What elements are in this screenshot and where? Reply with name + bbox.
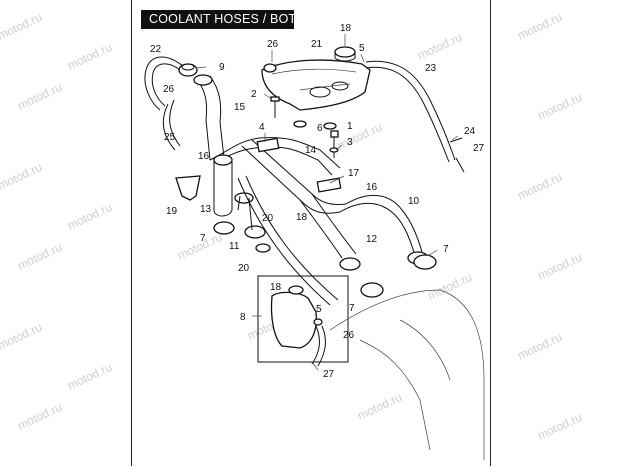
callout-18b: 18	[296, 212, 308, 223]
part-hose-12	[299, 193, 361, 271]
callout-27b: 27	[323, 369, 335, 380]
part-hose-15	[193, 74, 225, 161]
part-coolant-tank-21	[261, 59, 371, 111]
callout-10: 10	[408, 196, 420, 207]
watermark: motod.ru	[535, 250, 584, 283]
part-cap-9	[178, 63, 198, 77]
watermark: motod.ru	[535, 410, 584, 443]
callout-1: 1	[347, 121, 353, 132]
callout-2: 2	[251, 89, 257, 100]
leader-lines	[195, 34, 459, 371]
callout-15: 15	[234, 102, 246, 113]
callout-8: 8	[240, 312, 246, 323]
callout-23: 23	[425, 63, 437, 74]
callout-16: 16	[198, 151, 210, 162]
part-bolt-2	[270, 96, 337, 130]
engine-outline	[329, 289, 485, 460]
part-hose-22	[144, 56, 184, 111]
watermark: motod.ru	[335, 120, 384, 153]
watermark: motod.ru	[0, 10, 44, 43]
callout-26c: 26	[343, 330, 355, 341]
callout-20: 20	[262, 213, 274, 224]
watermark: motod.ru	[515, 170, 564, 203]
part-bottle-8	[257, 275, 349, 367]
page-title: COOLANT HOSES / BOTTLE	[141, 10, 320, 29]
callout-5b: 5	[316, 304, 322, 315]
watermark: motod.ru	[415, 30, 464, 63]
callout-18: 18	[340, 23, 352, 34]
callout-11: 11	[229, 241, 240, 252]
part-hose-25	[162, 99, 181, 151]
part-cap-18	[334, 46, 356, 62]
watermark: motod.ru	[65, 40, 114, 73]
watermark: motod.ru	[15, 80, 64, 113]
callout-13: 13	[200, 204, 212, 215]
callout-4: 4	[259, 122, 265, 133]
callout-22: 22	[150, 44, 162, 55]
callout-21: 21	[311, 39, 323, 50]
callout-labels: 22 26 9 21 18 5 23 26 2 15 25 6 4 1 3 14…	[150, 23, 485, 380]
part-pipe-14	[209, 137, 347, 214]
part-bolt-1	[329, 130, 339, 158]
callout-12: 12	[366, 234, 378, 245]
watermark: motod.ru	[355, 390, 404, 423]
callout-3: 3	[347, 137, 353, 148]
watermark: motod.ru	[65, 360, 114, 393]
watermark: motod.ru	[0, 320, 44, 353]
part-clamp-7	[213, 221, 437, 298]
part-hose-16	[237, 175, 339, 306]
part-funnel-19	[175, 175, 201, 201]
callout-7c: 7	[349, 303, 355, 314]
watermark: motod.ru	[515, 330, 564, 363]
callout-14: 14	[305, 145, 317, 156]
callout-7: 7	[443, 244, 449, 255]
callout-20b: 20	[238, 263, 250, 274]
callout-18c: 18	[270, 282, 282, 293]
callout-19: 19	[166, 206, 178, 217]
callout-25: 25	[164, 132, 176, 143]
watermark: motod.ru	[65, 200, 114, 233]
watermark: motod.ru	[425, 270, 474, 303]
watermark: motod.ru	[515, 10, 564, 43]
callout-24: 24	[464, 126, 476, 137]
callout-7b: 7	[200, 233, 206, 244]
watermark: motod.ru	[15, 400, 64, 433]
callout-27: 27	[473, 143, 485, 154]
watermark: motod.ru	[535, 90, 584, 123]
watermark: motod.ru	[0, 160, 44, 193]
callout-5: 5	[359, 43, 365, 54]
callout-17: 17	[348, 168, 360, 179]
callout-26: 26	[267, 39, 279, 50]
callout-9: 9	[219, 62, 225, 73]
callout-16b: 16	[366, 182, 378, 193]
callout-6: 6	[317, 123, 323, 134]
callout-26b: 26	[163, 84, 175, 95]
part-hose-23	[365, 60, 465, 173]
watermark: motod.ru	[15, 240, 64, 273]
part-hose-13	[213, 154, 233, 217]
